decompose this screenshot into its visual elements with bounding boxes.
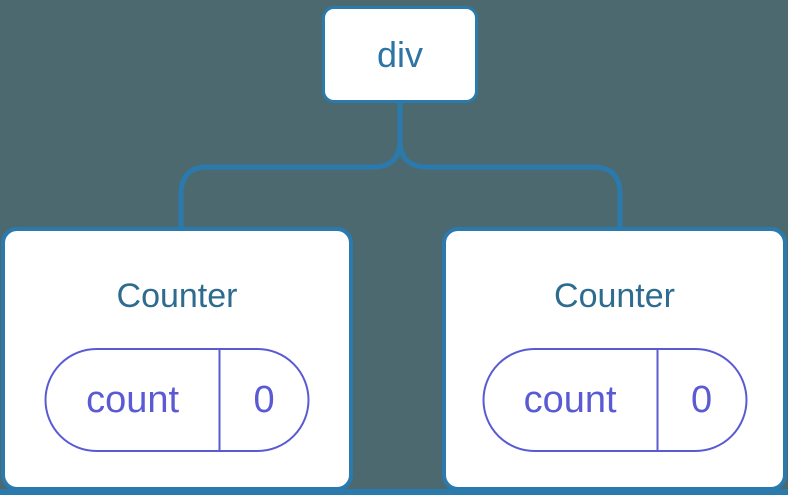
connector-left-branch: [178, 95, 403, 235]
state-value-label: 0: [253, 378, 275, 421]
state-pill-key-cell: count: [47, 350, 219, 450]
counter-card-title: Counter: [116, 277, 238, 315]
counter-card-right: Counter count 0: [442, 227, 787, 491]
state-pill: count 0: [44, 348, 310, 452]
counter-card-left: Counter count 0: [1, 227, 353, 491]
bottom-edge-strip: [0, 489, 788, 495]
connector-right-branch: [397, 95, 623, 235]
root-node-div: div: [322, 6, 478, 103]
state-pill-key-cell: count: [484, 350, 656, 450]
state-key-label: count: [523, 378, 617, 421]
state-pill: count 0: [482, 348, 747, 452]
state-value-label: 0: [691, 378, 713, 421]
state-pill-value-cell: 0: [656, 350, 745, 450]
state-pill-value-cell: 0: [218, 350, 308, 450]
state-key-label: count: [86, 378, 180, 421]
counter-card-title: Counter: [554, 277, 675, 315]
root-node-label: div: [376, 33, 424, 75]
